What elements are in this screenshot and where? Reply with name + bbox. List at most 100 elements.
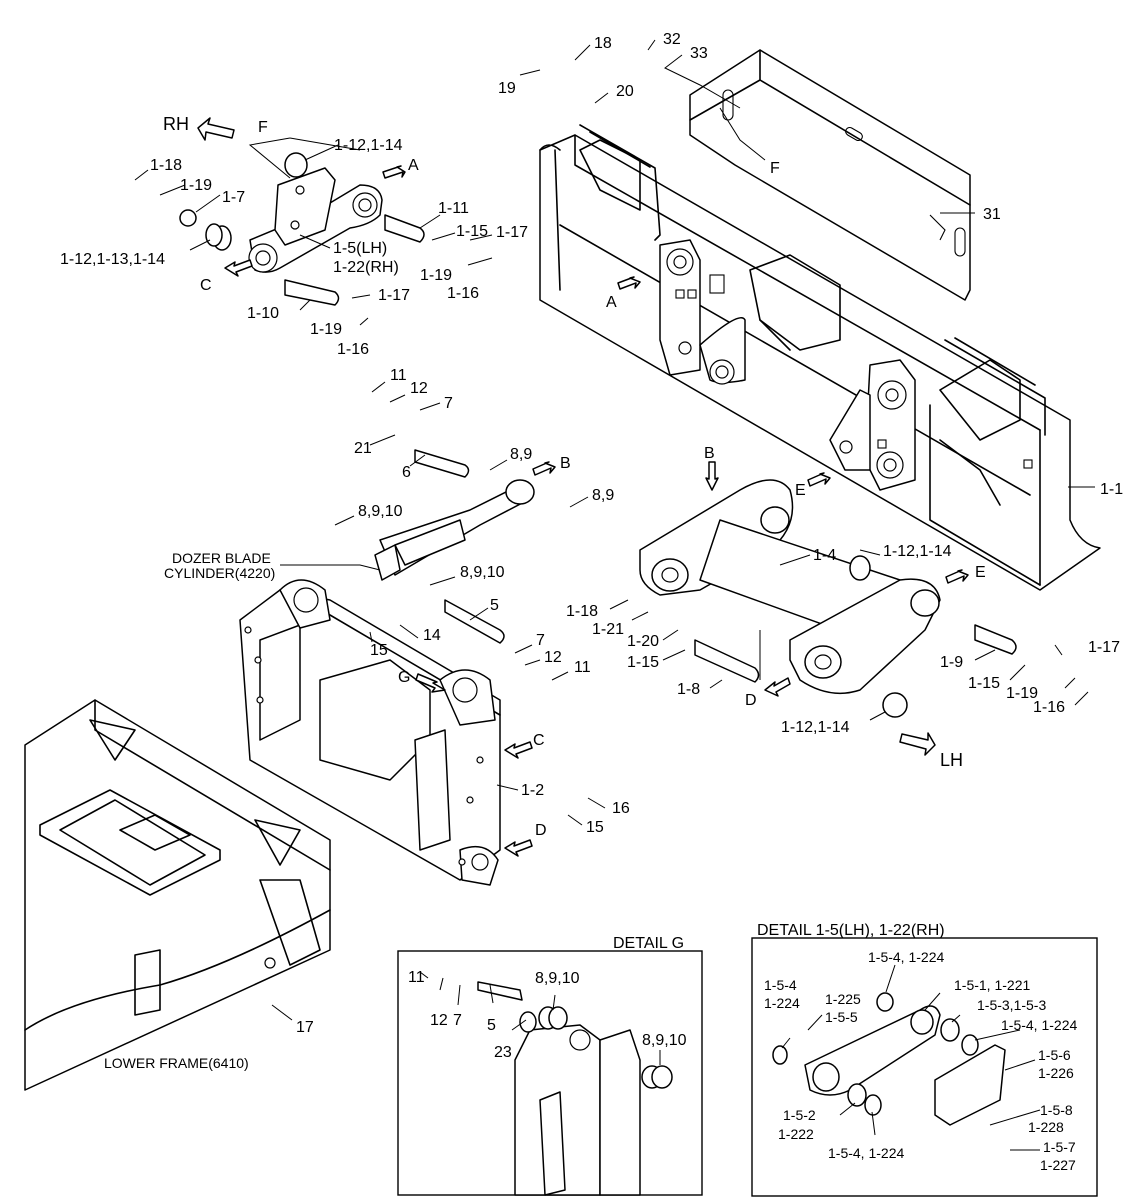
mounting-bracket xyxy=(239,579,501,886)
detail-callout-1-5-1: 1-5-1, 1-221 xyxy=(954,977,1030,993)
callout-21: 21 xyxy=(354,440,372,457)
callout-8-9-upper: 8,9 xyxy=(510,446,532,463)
detail-g-callout-8-9-10-right: 8,9,10 xyxy=(642,1032,687,1049)
callout-1-16-right: 1-16 xyxy=(1033,699,1065,716)
callout-1-21: 1-21 xyxy=(592,621,624,638)
callout-1-15-arm: 1-15 xyxy=(627,654,659,671)
view-a-label-link: A xyxy=(408,157,419,174)
detail-callout-1-226: 1-226 xyxy=(1038,1065,1074,1081)
detail-g-callout-5: 5 xyxy=(487,1017,496,1034)
callout-8-9-right: 8,9 xyxy=(592,487,614,504)
view-a-blade-arrow-icon xyxy=(617,276,641,290)
detail-g-panel xyxy=(397,950,703,1196)
detail-callout-1-228: 1-228 xyxy=(1028,1119,1064,1135)
view-c-label-link: C xyxy=(200,277,212,294)
lower-frame-label: LOWER FRAME(6410) xyxy=(104,1055,249,1071)
view-a-arrow-icon xyxy=(382,165,406,179)
callout-1-2: 1-2 xyxy=(521,782,544,799)
detail-g-callout-7: 7 xyxy=(453,1012,462,1029)
callout-1-19-mid: 1-19 xyxy=(420,267,452,284)
callout-1-19-right: 1-19 xyxy=(1006,685,1038,702)
view-g-arrow-icon xyxy=(415,673,446,693)
view-e-label-arm: E xyxy=(975,564,986,581)
callout-5: 5 xyxy=(490,597,499,614)
detail-callout-1-5-4-left: 1-5-4 xyxy=(764,977,797,993)
dozer-blade xyxy=(539,124,1101,591)
detail-g-callout-12: 12 xyxy=(430,1012,448,1029)
lh-arrow-icon xyxy=(899,732,936,756)
callout-11-upper: 11 xyxy=(390,367,407,384)
view-e-arm-arrow-icon xyxy=(945,569,969,584)
detail-g-callout-23: 23 xyxy=(494,1044,512,1061)
detail-callout-1-5-5: 1-5-5 xyxy=(825,1009,858,1025)
leader-lines xyxy=(134,39,1095,1151)
callout-20: 20 xyxy=(616,83,634,100)
detail-callout-1-224-left: 1-224 xyxy=(764,995,800,1011)
detail-link-panel xyxy=(751,937,1098,1197)
callout-1-7: 1-7 xyxy=(222,189,245,206)
callout-1-18-lower: 1-18 xyxy=(566,603,598,620)
detail-callout-1-222: 1-222 xyxy=(778,1126,814,1142)
push-arm-1-4 xyxy=(639,479,1017,718)
callout-1-11: 1-11 xyxy=(438,200,469,217)
callout-1-9: 1-9 xyxy=(940,654,963,671)
direction-arrows xyxy=(197,117,969,857)
callout-1-4: 1-4 xyxy=(813,547,836,564)
callout-16: 16 xyxy=(612,800,630,817)
callout-1-5-lh: 1-5(LH) xyxy=(333,240,387,257)
callout-1-17-mid: 1-17 xyxy=(378,287,410,304)
detail-callout-1-5-6: 1-5-6 xyxy=(1038,1047,1071,1063)
detail-g-callout-8-9-10-top: 8,9,10 xyxy=(535,970,580,987)
dozer-cylinder-label-2: CYLINDER(4220) xyxy=(164,565,275,581)
dozer-cylinder xyxy=(374,449,535,644)
detail-callout-1-5-8: 1-5-8 xyxy=(1040,1102,1073,1118)
callout-15-upper: 15 xyxy=(370,642,388,659)
dozer-cylinder-label-1: DOZER BLADE xyxy=(172,550,271,566)
callout-1-8: 1-8 xyxy=(677,681,700,698)
detail-callout-1-227: 1-227 xyxy=(1040,1157,1076,1173)
callout-15-lower: 15 xyxy=(586,819,604,836)
detail-callout-1-5-4-top: 1-5-4, 1-224 xyxy=(868,949,944,965)
callout-1-16-upper: 1-16 xyxy=(447,285,479,302)
callout-1-20: 1-20 xyxy=(627,633,659,650)
view-d-label-arm: D xyxy=(745,692,757,709)
callout-1-16-mid: 1-16 xyxy=(337,341,369,358)
callout-1-12-1-14-upper: 1-12,1-14 xyxy=(334,137,403,154)
callout-31: 31 xyxy=(983,206,1001,223)
callout-18: 18 xyxy=(594,35,612,52)
callout-8-9-10-cyl: 8,9,10 xyxy=(358,503,403,520)
view-c-label-bracket: C xyxy=(533,732,545,749)
lh-label: LH xyxy=(940,750,963,770)
callout-1-12-1-14-lower: 1-12,1-14 xyxy=(781,719,850,736)
callout-1-10: 1-10 xyxy=(247,305,279,322)
view-a-label-blade: A xyxy=(606,294,617,311)
callout-33: 33 xyxy=(690,45,708,62)
callout-1-22-rh: 1-22(RH) xyxy=(333,259,399,276)
detail-callout-1-5-4-right: 1-5-4, 1-224 xyxy=(1001,1017,1077,1033)
detail-callout-1-5-4-bottom: 1-5-4, 1-224 xyxy=(828,1145,904,1161)
rh-arrow-icon xyxy=(197,117,235,141)
callout-6: 6 xyxy=(402,464,411,481)
detail-g-callout-11: 11 xyxy=(408,969,425,986)
detail-link-title: DETAIL 1-5(LH), 1-22(RH) xyxy=(757,922,945,939)
rh-label: RH xyxy=(163,114,189,134)
callout-1-15-right: 1-15 xyxy=(968,675,1000,692)
callout-7-upper: 7 xyxy=(444,395,453,412)
view-f-label-right: F xyxy=(770,160,780,177)
detail-g-title: DETAIL G xyxy=(613,935,684,952)
view-c-bracket-arrow-icon xyxy=(504,741,533,759)
view-e-arrow-icon xyxy=(807,472,831,487)
view-e-label-blade: E xyxy=(795,482,806,499)
upper-link-assembly xyxy=(179,152,425,306)
detail-callout-1-5-3: 1-5-3,1-5-3 xyxy=(977,997,1046,1013)
callout-1-19-upper: 1-19 xyxy=(180,177,212,194)
view-d-label-bracket: D xyxy=(535,822,547,839)
callout-12-upper: 12 xyxy=(410,380,428,397)
callout-17: 17 xyxy=(296,1019,314,1036)
callout-1-12-1-13-1-14: 1-12,1-13,1-14 xyxy=(60,251,165,268)
callout-19: 19 xyxy=(498,80,516,97)
view-b-arrow-icon xyxy=(705,461,719,491)
view-f-label-left: F xyxy=(258,119,268,136)
